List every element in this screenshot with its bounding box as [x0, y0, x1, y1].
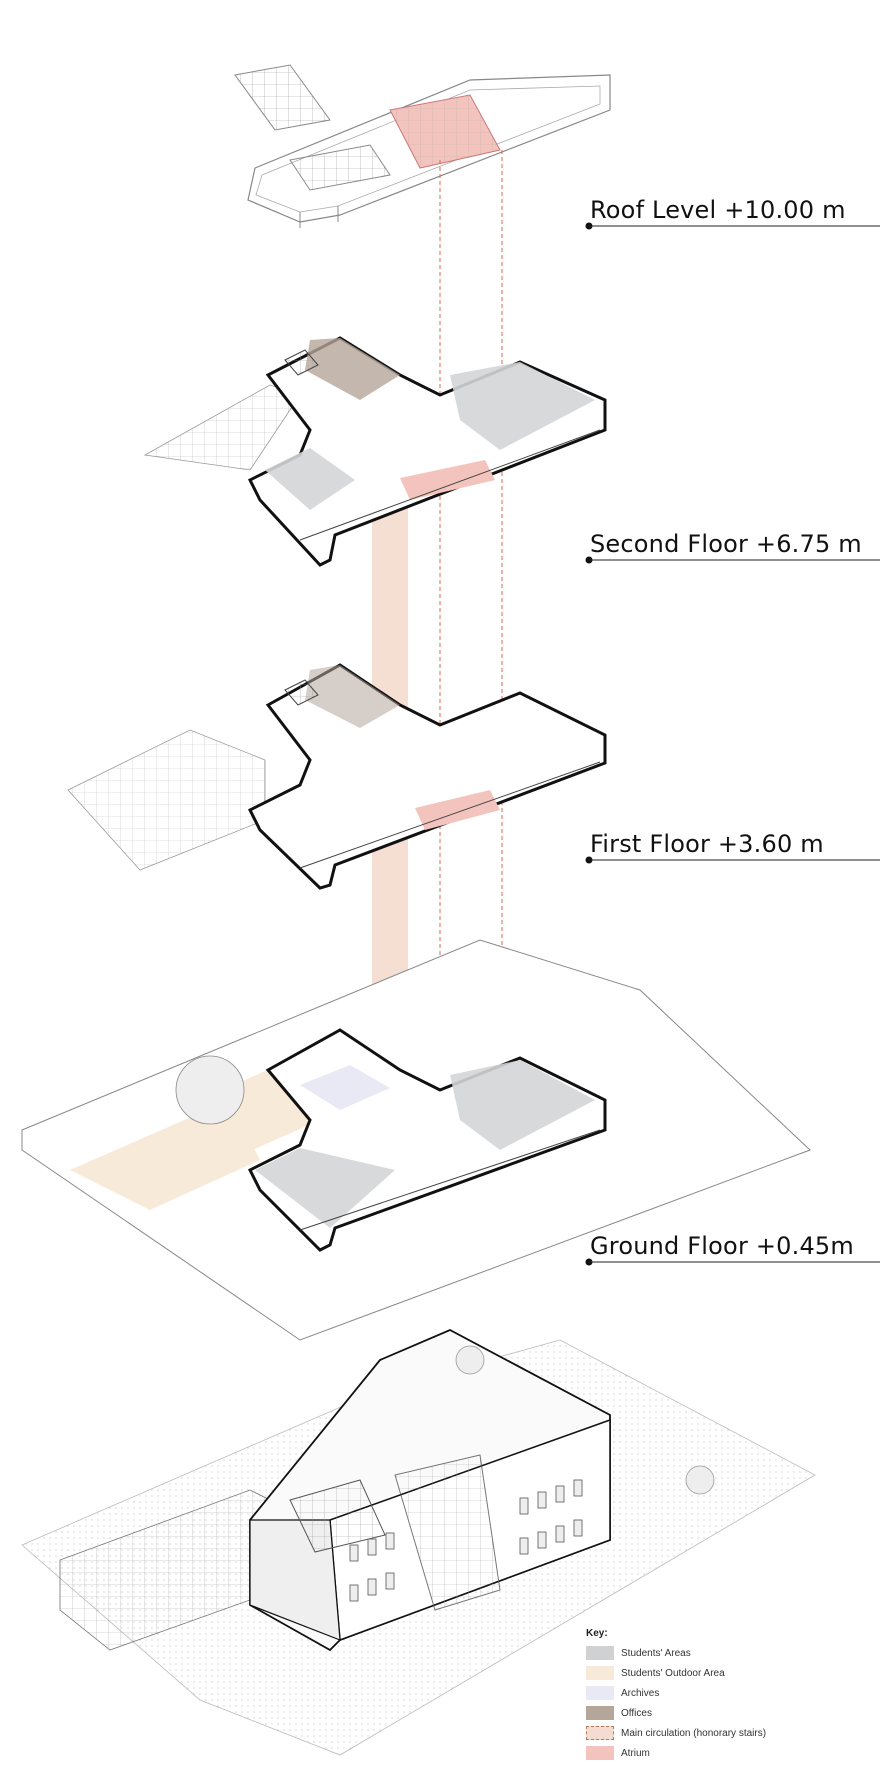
legend-item: Offices [586, 1703, 866, 1723]
legend-item: Main circulation (honorary stairs) [586, 1723, 866, 1743]
first-floor-label: First Floor +3.60 m [590, 830, 824, 858]
legend-swatch [586, 1746, 614, 1760]
legend-item: Archives [586, 1683, 866, 1703]
legend-label: Students' Outdoor Area [621, 1667, 725, 1679]
legend-label: Atrium [621, 1747, 650, 1759]
legend: Key: Students' Areas Students' Outdoor A… [586, 1628, 866, 1763]
legend-label: Archives [621, 1687, 660, 1699]
legend-item: Atrium [586, 1743, 866, 1763]
legend-label: Offices [621, 1707, 652, 1719]
first-floor-plan [67, 663, 607, 890]
legend-title: Key: [586, 1628, 608, 1639]
legend-swatch [586, 1666, 614, 1680]
legend-label: Students' Areas [621, 1647, 691, 1659]
atrium-guide-lines [439, 150, 503, 1030]
ground-floor-plan [21, 939, 811, 1341]
second-floor-label: Second Floor +6.75 m [590, 530, 862, 558]
legend-swatch [586, 1706, 614, 1720]
building-axonometric [21, 1329, 816, 1756]
ground-floor-label: Ground Floor +0.45m [590, 1232, 854, 1260]
legend-swatch [586, 1726, 614, 1740]
level-markers [585, 222, 880, 1266]
legend-swatch [586, 1686, 614, 1700]
roof-level-plan [234, 64, 611, 228]
legend-item: Students' Outdoor Area [586, 1663, 866, 1683]
roof-level-label: Roof Level +10.00 m [590, 196, 846, 224]
legend-swatch [586, 1646, 614, 1660]
second-floor-plan [143, 336, 607, 567]
legend-label: Main circulation (honorary stairs) [621, 1727, 767, 1739]
legend-item: Students' Areas [586, 1643, 866, 1663]
